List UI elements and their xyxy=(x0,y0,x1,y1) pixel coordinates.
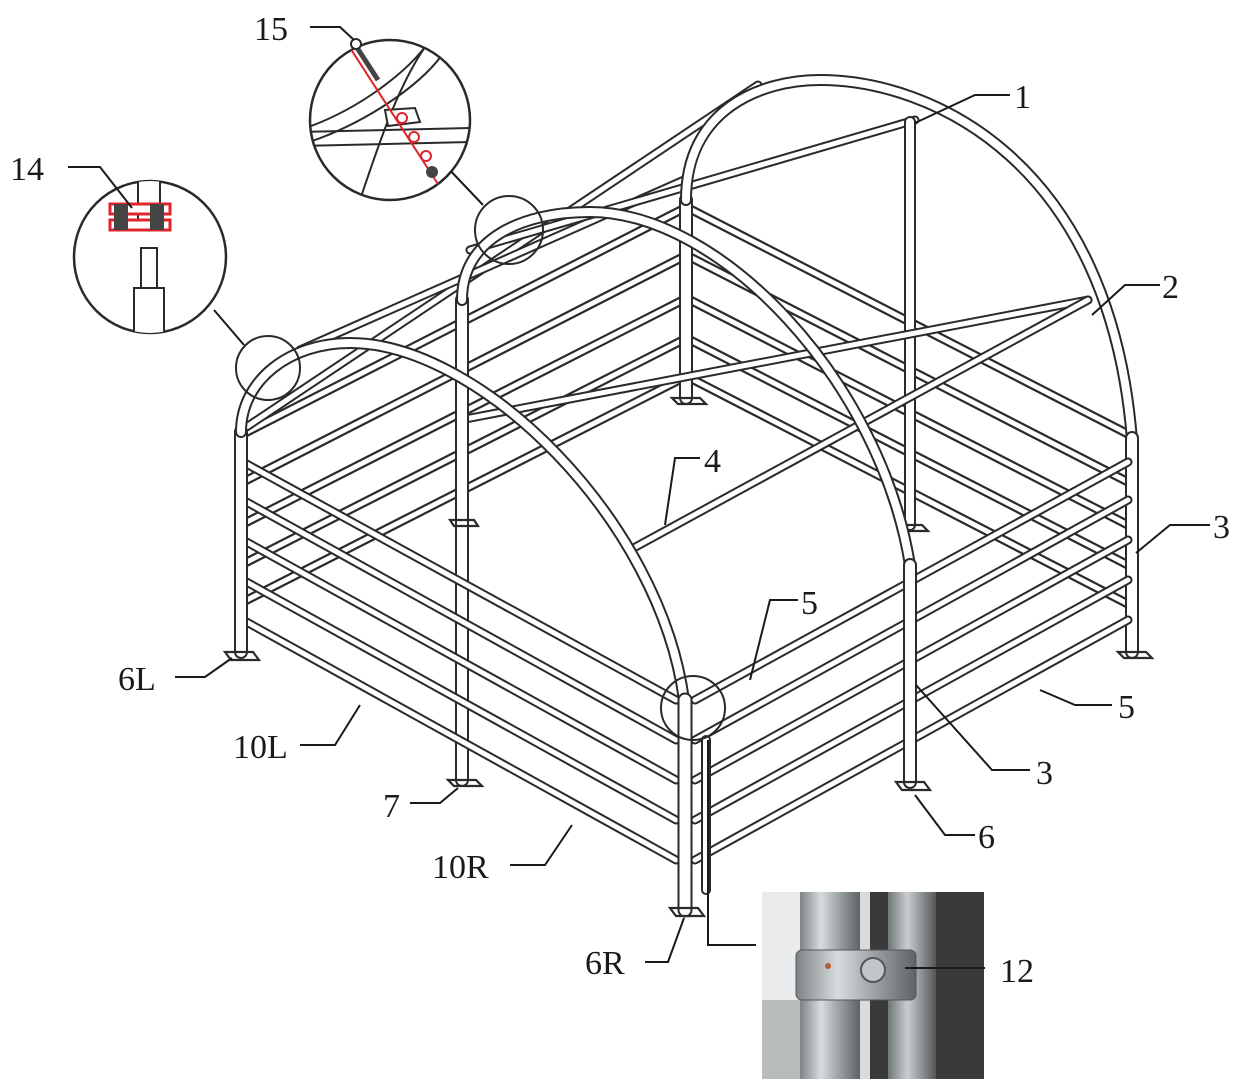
label-1: 1 xyxy=(1014,79,1031,116)
leader-lines xyxy=(68,26,1210,969)
detail-14-inset xyxy=(72,179,228,335)
label-12: 12 xyxy=(1000,953,1034,990)
callout-labels: 1 2 3 3 4 5 5 6 6L 6R 7 10L 10R 12 14 15 xyxy=(10,11,1230,990)
front-left-fence-panel xyxy=(238,457,681,865)
label-2: 2 xyxy=(1162,269,1179,306)
detail-15-inset xyxy=(308,38,472,202)
label-7: 7 xyxy=(383,788,400,825)
label-3-lower: 3 xyxy=(1036,755,1053,792)
label-6R: 6R xyxy=(585,945,625,982)
label-3-upper: 3 xyxy=(1213,509,1230,546)
label-15: 15 xyxy=(254,11,288,48)
label-10R: 10R xyxy=(432,849,489,886)
label-6: 6 xyxy=(978,819,995,856)
longitudinal-top-rails xyxy=(240,80,920,433)
label-5-inner: 5 xyxy=(801,585,818,622)
arch-back xyxy=(680,74,1155,660)
front-left-post xyxy=(222,425,262,662)
label-14: 14 xyxy=(10,151,44,188)
label-5-outer: 5 xyxy=(1118,689,1135,726)
label-6L: 6L xyxy=(118,661,156,698)
front-corner-post xyxy=(667,692,711,918)
front-right-mid-post xyxy=(893,558,933,792)
middle-right-post xyxy=(895,116,931,533)
label-4: 4 xyxy=(704,443,721,480)
label-10L: 10L xyxy=(233,729,288,766)
arch-front xyxy=(235,337,690,706)
detail-12-photo xyxy=(762,892,984,1079)
